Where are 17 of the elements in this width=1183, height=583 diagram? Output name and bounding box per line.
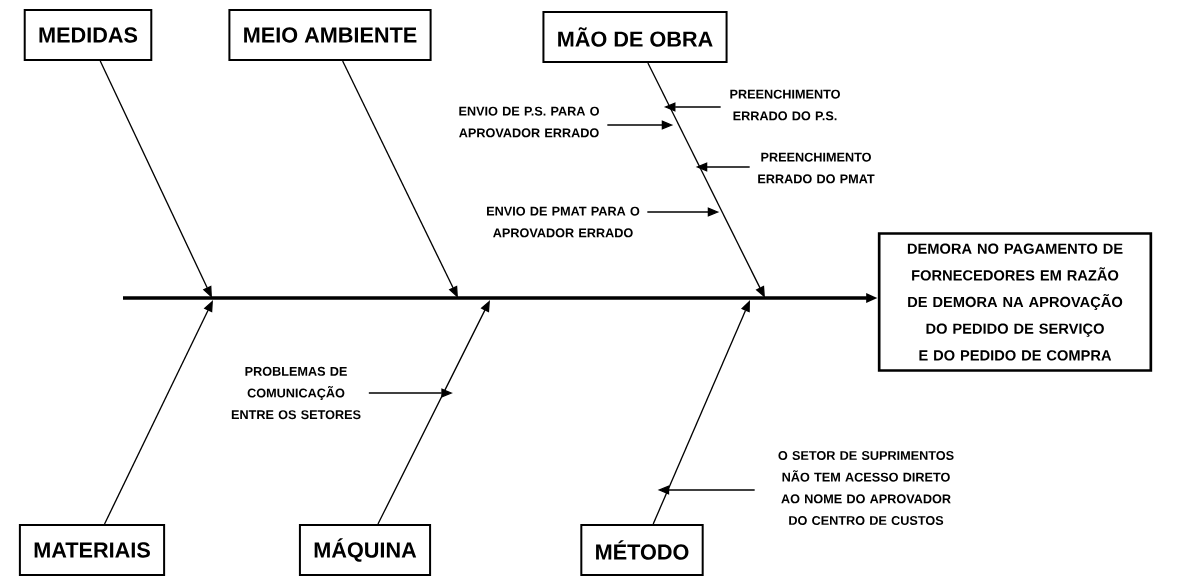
rib-arrow xyxy=(377,300,490,525)
category-box: MÉTODO xyxy=(580,524,704,576)
cause-text: ENVIO DE PMAT PARA O APROVADOR ERRADO xyxy=(487,206,640,238)
category-box: MEIO AMBIENTE xyxy=(228,9,432,61)
category-box: MÃO DE OBRA xyxy=(542,11,728,63)
rib-arrow xyxy=(342,60,458,298)
category-box: MATERIAIS xyxy=(18,524,166,576)
category-box: MEDIDAS xyxy=(23,9,153,61)
rib-arrow xyxy=(647,62,765,298)
cause-text: O SETOR DE SUPRIMENTOS NÃO TEM ACESSO DIRETO AO NOME DO APROVADOR DO CENTRO DE CUSTOS xyxy=(778,451,954,525)
category-box: MÁQUINA xyxy=(298,524,432,576)
cause-text: PREENCHIMENTO ERRADO DO P.S. xyxy=(730,89,840,121)
cause-text: ENVIO DE P.S. PARA O APROVADOR ERRADO xyxy=(459,106,599,138)
rib-arrow xyxy=(99,60,212,298)
cause-text: PREENCHIMENTO ERRADO DO PMAT xyxy=(758,152,875,184)
effect-box: DEMORA NO PAGAMENTO DE FORNECEDORES EM RAZÃO DE DEMORA NA APROVAÇÃO DO PEDIDO DE SERVIÇO E DO PEDIDO DE COMPRA xyxy=(877,232,1153,372)
cause-text: PROBLEMAS DE COMUNICAÇÃO ENTRE OS SETORES xyxy=(231,366,361,420)
